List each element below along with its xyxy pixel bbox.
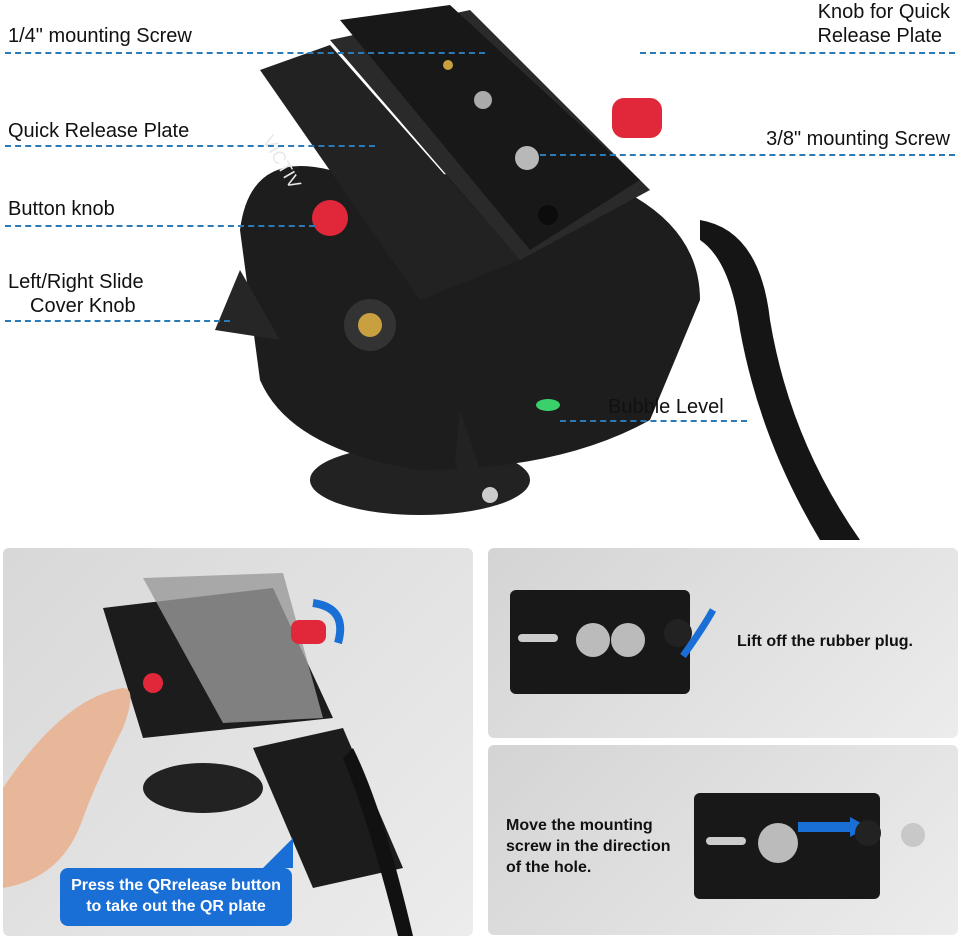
press-qr-release-callout: Press the QRrelease button to take out t… <box>60 868 292 926</box>
step-move-1: Move the mounting <box>506 817 653 834</box>
label-slide-knob-2: Cover Knob <box>30 295 136 317</box>
label-button-knob: Button knob <box>8 198 115 220</box>
label-slide-knob-1: Left/Right Slide <box>8 271 144 293</box>
label-qr-plate: Quick Release Plate <box>8 120 190 142</box>
remove-plate-illustration <box>3 573 413 936</box>
plate-plug-illustration <box>510 590 717 694</box>
panel-move-screw: Move the mounting screw in the direction… <box>488 745 958 935</box>
label-bubble-level: Bubble Level <box>608 396 724 418</box>
panel-lift-plug: Lift off the rubber plug. <box>488 548 958 738</box>
label-quarter-screw: 1/4" mounting Screw <box>8 25 192 47</box>
step-lift-plug: Lift off the rubber plug. <box>737 633 913 650</box>
plate-screw-illustration <box>694 793 925 899</box>
label-knob-qr-1: Knob for Quick <box>817 1 950 23</box>
step-move-3: of the hole. <box>506 859 592 876</box>
fluid-head-illustration: VICTIV <box>215 5 860 540</box>
callout-pointer <box>263 838 293 868</box>
step-move-2: screw in the direction <box>506 838 671 855</box>
label-knob-qr-2: Release Plate <box>817 25 942 47</box>
label-three-eighth-screw: 3/8" mounting Screw <box>766 128 950 150</box>
press-line-2: to take out the QR plate <box>86 898 266 915</box>
press-line-1: Press the QRrelease button <box>71 877 281 894</box>
